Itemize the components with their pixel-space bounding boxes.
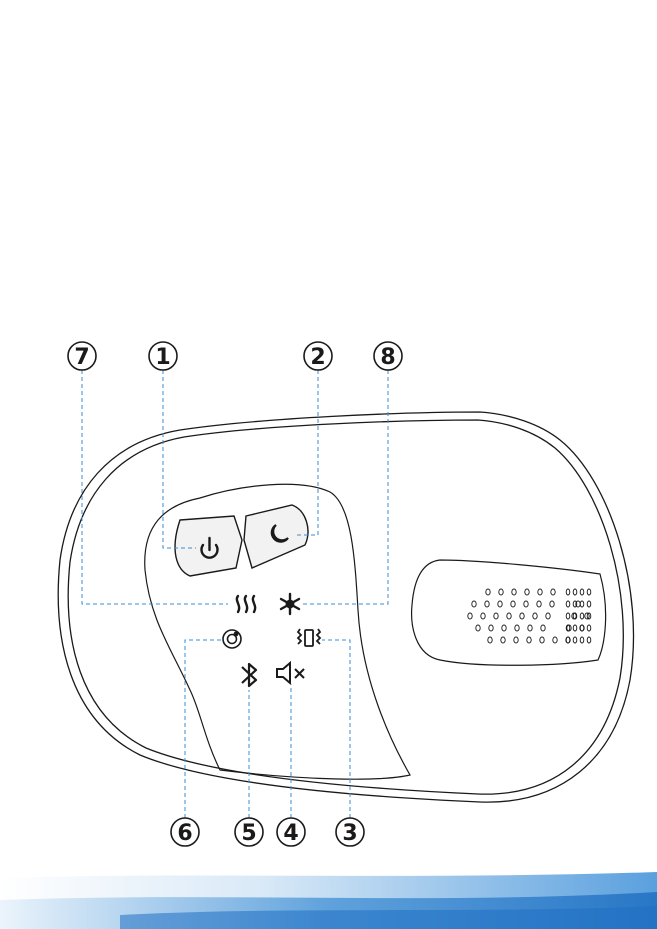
svg-text:1: 1 [155, 345, 170, 370]
grille-hole [546, 613, 550, 619]
grille-hole [472, 601, 476, 607]
svg-text:4: 4 [283, 821, 298, 846]
power-button[interactable] [175, 516, 242, 576]
grille-hole [494, 613, 498, 619]
callout-3: 3 [336, 818, 364, 846]
leader-lines [82, 370, 388, 818]
grille-hole [573, 625, 577, 631]
sleep-mode-button[interactable] [244, 505, 308, 568]
grille-hole [525, 589, 529, 595]
grille-hole [498, 601, 502, 607]
grille-hole [587, 637, 591, 643]
grille-hole [551, 589, 555, 595]
grille-hole [486, 589, 490, 595]
footer-band [0, 872, 657, 929]
grille-hole [580, 613, 584, 619]
callout-2: 2 [304, 342, 332, 370]
grille-hole [587, 625, 591, 631]
grille-hole [533, 613, 537, 619]
grille-hole [515, 625, 519, 631]
speaker-grille-holes [468, 589, 591, 643]
svg-text:8: 8 [380, 345, 395, 370]
grille-hole [485, 601, 489, 607]
grille-hole [524, 601, 528, 607]
grille-hole [540, 637, 544, 643]
grille-hole [468, 613, 472, 619]
grille-hole [512, 589, 516, 595]
grille-hole [520, 613, 524, 619]
grille-hole [499, 589, 503, 595]
callout-6: 6 [171, 818, 199, 846]
grille-hole [511, 601, 515, 607]
grille-hole [514, 637, 518, 643]
svg-text:5: 5 [241, 821, 256, 846]
grille-hole [553, 637, 557, 643]
grille-hole [537, 601, 541, 607]
grille-hole [587, 601, 591, 607]
grille-hole [481, 613, 485, 619]
massage-mode-icon [223, 630, 241, 648]
cooling-icon [281, 594, 299, 614]
grille-hole [566, 589, 570, 595]
device-body [58, 412, 633, 802]
grille-hole [501, 637, 505, 643]
grille-hole [580, 589, 584, 595]
grille-hole [550, 601, 554, 607]
grille-hole [573, 589, 577, 595]
grille-hole [573, 637, 577, 643]
grille-hole [580, 601, 584, 607]
mute-icon [277, 663, 304, 683]
callout-1: 1 [149, 342, 177, 370]
svg-text:2: 2 [310, 345, 325, 370]
grille-hole [538, 589, 542, 595]
grille-hole [488, 637, 492, 643]
grille-hole [476, 625, 480, 631]
heat-icon [237, 596, 255, 612]
callout-5: 5 [235, 818, 263, 846]
callout-circles: 7 1 2 8 6 5 4 3 [68, 342, 402, 846]
svg-text:6: 6 [177, 821, 192, 846]
callout-7: 7 [68, 342, 96, 370]
grille-hole [489, 625, 493, 631]
svg-text:3: 3 [342, 821, 357, 846]
grille-hole [528, 625, 532, 631]
grille-hole [573, 601, 577, 607]
grille-hole [566, 637, 570, 643]
grille-hole [507, 613, 511, 619]
callout-8: 8 [374, 342, 402, 370]
grille-hole [566, 601, 570, 607]
grille-hole [566, 613, 570, 619]
vibration-icon [298, 629, 320, 646]
grille-hole [580, 637, 584, 643]
svg-text:7: 7 [74, 345, 89, 370]
grille-hole [580, 625, 584, 631]
grille-hole [541, 625, 545, 631]
grille-hole [527, 637, 531, 643]
bluetooth-icon [242, 664, 256, 686]
callout-4: 4 [277, 818, 305, 846]
grille-hole [587, 589, 591, 595]
grille-hole [502, 625, 506, 631]
